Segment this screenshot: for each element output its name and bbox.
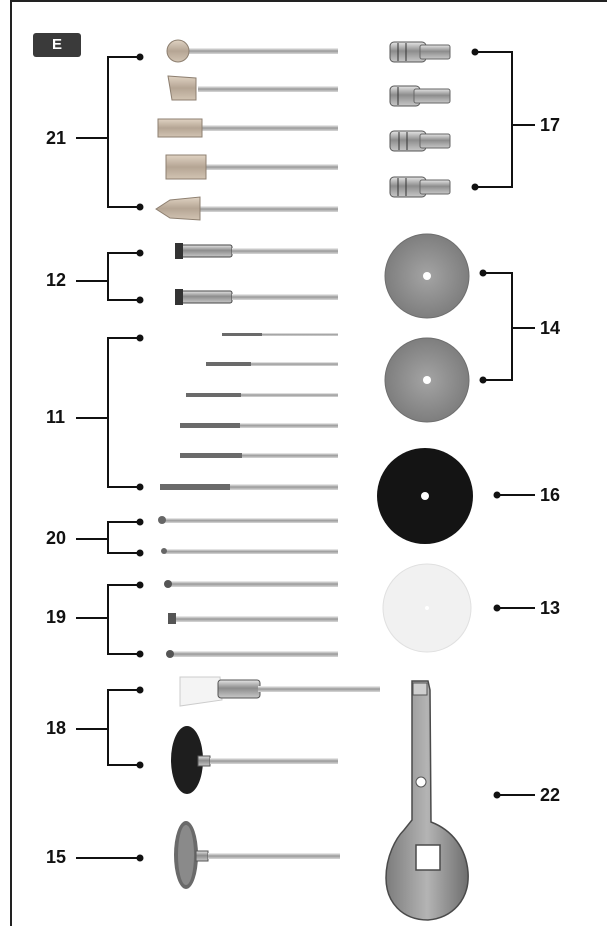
wire-brush-15: [174, 821, 340, 889]
leader-dots-left: [137, 54, 144, 862]
grinding-stones-21: [156, 40, 338, 220]
abrasive-discs-14: [385, 234, 469, 422]
cutting-disc-16: [377, 448, 473, 544]
polishing-disc-13: [383, 564, 471, 652]
brushes-18: [171, 677, 380, 794]
mandrels-12: [175, 243, 338, 305]
leader-lines-left: [76, 57, 140, 858]
leader-lines-right: [475, 52, 535, 795]
wrench-22: [386, 681, 468, 920]
drill-bits-11: [160, 333, 338, 490]
leader-dots-right: [472, 49, 501, 799]
ball-burrs-20: [158, 516, 338, 554]
burrs-19: [164, 580, 338, 658]
collets-17: [390, 42, 450, 197]
